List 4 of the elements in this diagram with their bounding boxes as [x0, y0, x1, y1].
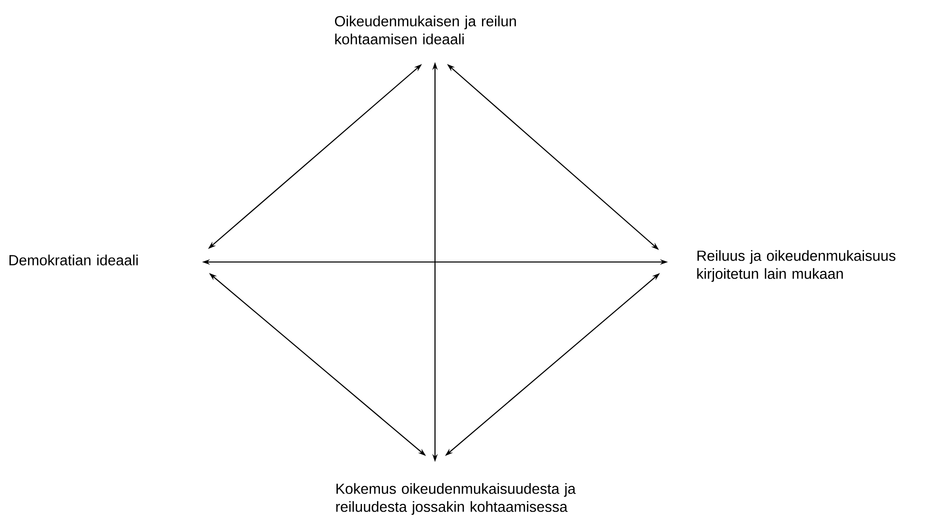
text-label: Reiluus ja oikeudenmukaisuus kirjoitetun lain mukaan	[697, 250, 896, 282]
text-label: Demokratian ideaali	[10, 254, 138, 266]
text-label: Oikeudenmukaisen ja reilun kohtaamisen ideaali	[334, 16, 516, 44]
text-label: Kokemus oikeudenmukaisuudesta ja reiluudesta jossakin kohtaamisessa	[336, 483, 576, 515]
